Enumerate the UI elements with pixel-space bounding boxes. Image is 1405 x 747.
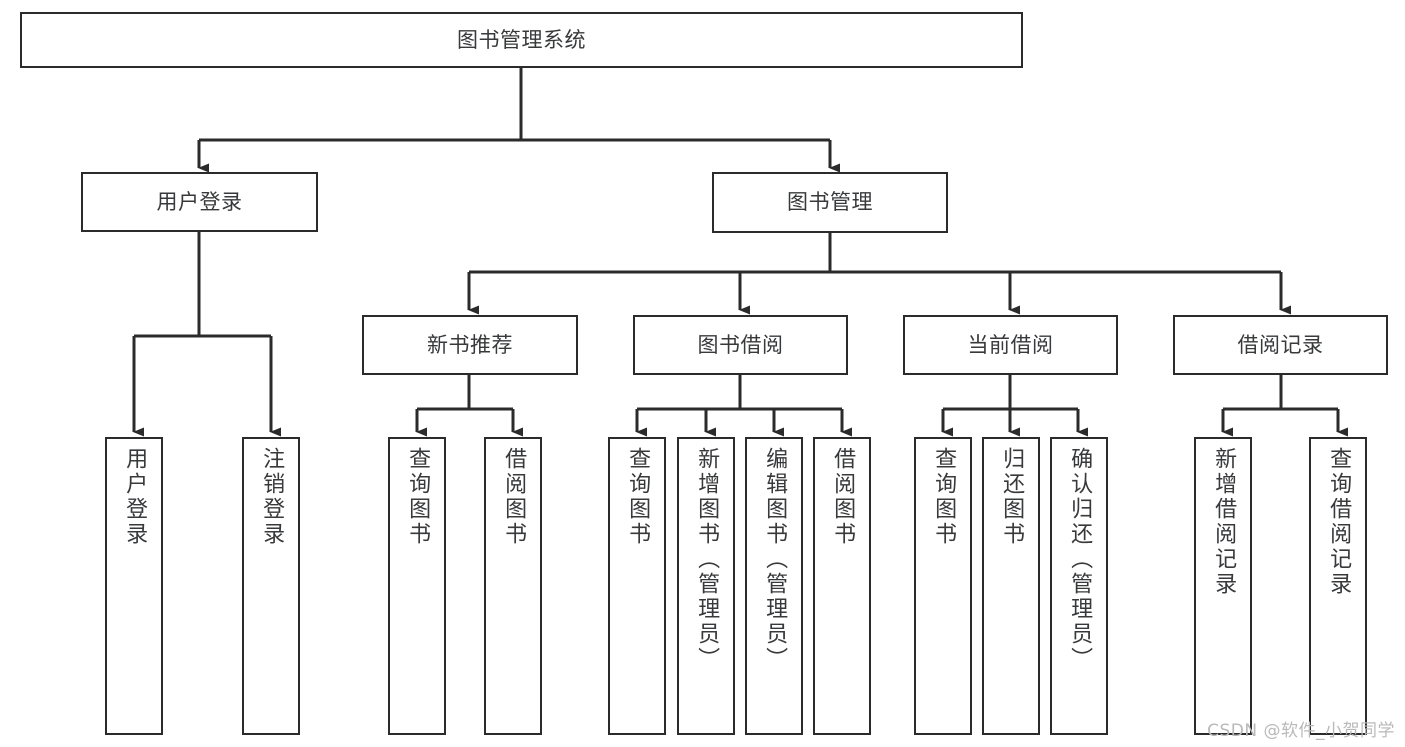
leaf-query-record-label: 查询借阅记录: [1326, 447, 1352, 597]
node-current-borrow[interactable]: 当前借阅: [903, 315, 1118, 375]
leaf-add-record[interactable]: 新增借阅记录: [1194, 437, 1252, 735]
leaf-query-book-3[interactable]: 查询图书: [914, 437, 972, 735]
leaf-query-book-2[interactable]: 查询图书: [608, 437, 666, 735]
leaf-user-login[interactable]: 用户登录: [105, 437, 163, 735]
node-borrow-record[interactable]: 借阅记录: [1173, 315, 1388, 375]
node-book-management[interactable]: 图书管理: [712, 172, 948, 233]
node-new-book-recommend[interactable]: 新书推荐: [362, 315, 578, 375]
leaf-borrow-book-2-label: 借阅图书: [830, 447, 856, 547]
leaf-add-book-label: 新增图书（管理员）: [694, 447, 720, 672]
node-new-book-recommend-label: 新书推荐: [427, 332, 513, 357]
leaf-borrow-book-2[interactable]: 借阅图书: [813, 437, 871, 735]
watermark-text: CSDN @软件_小贺同学: [1207, 721, 1395, 741]
leaf-return-book[interactable]: 归还图书: [982, 437, 1040, 735]
leaf-edit-book-label: 编辑图书（管理员）: [762, 447, 788, 672]
leaf-query-book-1[interactable]: 查询图书: [388, 437, 446, 735]
node-current-borrow-label: 当前借阅: [967, 332, 1054, 357]
node-user-login-label: 用户登录: [156, 189, 243, 214]
node-book-borrow[interactable]: 图书借阅: [633, 315, 848, 375]
node-root-label: 图书管理系统: [457, 27, 586, 52]
node-book-borrow-label: 图书借阅: [697, 332, 784, 357]
leaf-query-book-2-label: 查询图书: [625, 447, 651, 547]
leaf-logout-login[interactable]: 注销登录: [242, 437, 300, 735]
node-user-login[interactable]: 用户登录: [81, 172, 318, 232]
leaf-borrow-book-1[interactable]: 借阅图书: [484, 437, 542, 735]
leaf-logout-login-label: 注销登录: [259, 447, 285, 547]
leaf-add-record-label: 新增借阅记录: [1211, 447, 1237, 597]
leaf-query-book-3-label: 查询图书: [931, 447, 957, 547]
node-root[interactable]: 图书管理系统: [20, 12, 1023, 68]
node-book-management-label: 图书管理: [787, 190, 873, 215]
leaf-user-login-label: 用户登录: [122, 447, 148, 547]
leaf-borrow-book-1-label: 借阅图书: [501, 447, 527, 547]
leaf-confirm-return-label: 确认归还（管理员）: [1067, 447, 1093, 672]
leaf-edit-book[interactable]: 编辑图书（管理员）: [745, 437, 803, 735]
leaf-query-record[interactable]: 查询借阅记录: [1309, 437, 1367, 735]
leaf-add-book[interactable]: 新增图书（管理员）: [677, 437, 735, 735]
node-borrow-record-label: 借阅记录: [1237, 332, 1324, 357]
leaf-return-book-label: 归还图书: [999, 447, 1025, 547]
leaf-query-book-1-label: 查询图书: [405, 447, 431, 547]
leaf-confirm-return[interactable]: 确认归还（管理员）: [1050, 437, 1108, 735]
